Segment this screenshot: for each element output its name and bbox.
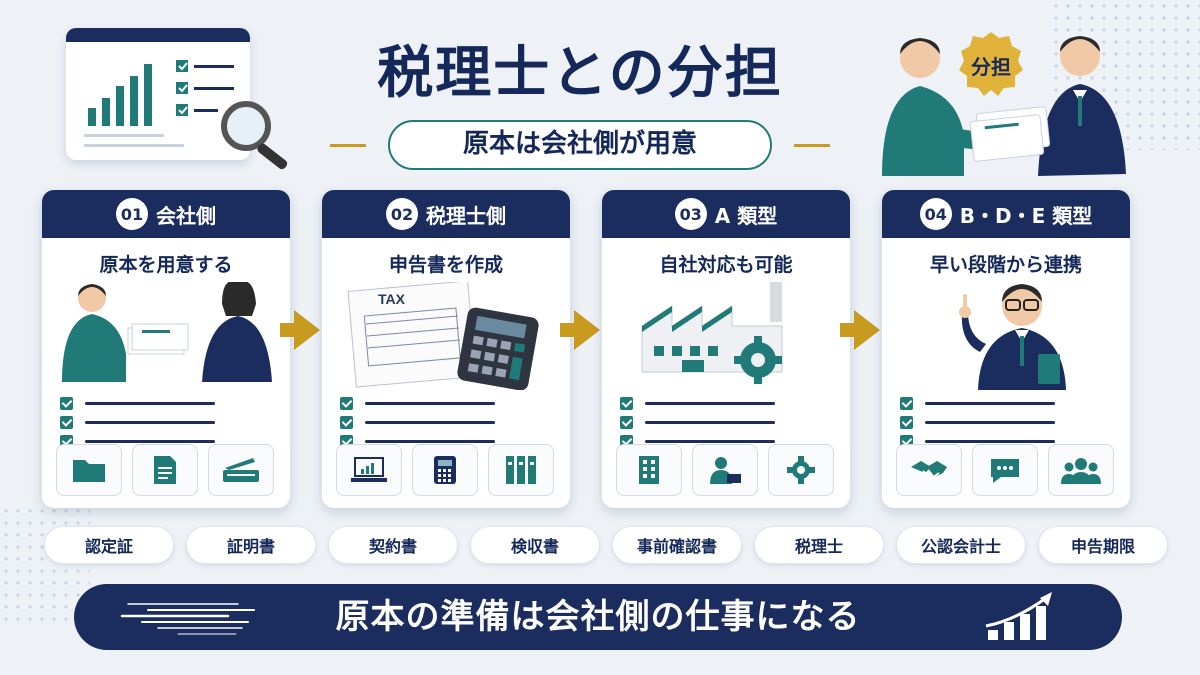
tag-pill: 認定証 — [44, 526, 174, 564]
team-icon — [1048, 444, 1114, 496]
summary-banner: 原本の準備は会社側の仕事になる — [74, 584, 1122, 650]
bar-chart-icon — [84, 60, 234, 147]
advisor-pointing-icon — [959, 284, 1066, 390]
report-illustration — [66, 28, 250, 160]
step-number: 02 — [386, 198, 418, 230]
tag-pill: 検収書 — [470, 526, 600, 564]
card-title: 会社側 — [156, 203, 216, 228]
tag-pill: 申告期限 — [1038, 526, 1168, 564]
subtitle-banner: 原本は会社側が用意 — [330, 120, 830, 170]
badge-label: 分担 — [971, 54, 1011, 79]
card-subtitle: 原本を用意する — [99, 254, 233, 276]
gold-seal-icon — [959, 32, 1023, 96]
checklist — [900, 394, 1100, 451]
chat-bubble-icon — [972, 444, 1038, 496]
card-type-a: 03 A 類型 自社対応も可能 — [602, 190, 850, 508]
tax-label: TAX — [378, 291, 406, 307]
tag-pill: 公認会計士 — [896, 526, 1026, 564]
card-tax-accountant: 02 税理士側 申告書を作成 TAX — [322, 190, 570, 508]
user-laptop-icon — [692, 444, 758, 496]
flow-arrow-icon — [840, 310, 880, 350]
checklist — [60, 394, 260, 451]
tag-pill: 証明書 — [186, 526, 316, 564]
scanner-icon — [208, 444, 274, 496]
card-type-bde: 04 B・D・E 類型 早い段階から連携 — [882, 190, 1130, 508]
page-title: 税理士との分担 — [377, 41, 783, 106]
card-company: 01 会社側 原本を用意する — [42, 190, 290, 508]
step-number: 04 — [919, 198, 952, 230]
tag-pill: 契約書 — [328, 526, 458, 564]
factory-gear-icon — [641, 282, 783, 384]
checklist — [620, 394, 820, 451]
growth-chart-icon — [985, 592, 1052, 640]
card-header: 03 A 類型 — [602, 190, 850, 238]
tag-pill: 税理士 — [754, 526, 884, 564]
document-handover-illustration — [882, 36, 1126, 176]
card-subtitle: 申告書を作成 — [388, 254, 503, 276]
speed-lines-icon — [120, 603, 255, 635]
gear-icon — [768, 444, 834, 496]
checklist — [340, 394, 540, 451]
card-header: 02 税理士側 — [322, 190, 570, 238]
magnifier-icon — [221, 101, 288, 170]
document-icon — [132, 444, 198, 496]
building-icon — [616, 444, 682, 496]
card-title: 税理士側 — [426, 203, 506, 228]
step-number: 01 — [116, 198, 148, 230]
card-header: 01 会社側 — [42, 190, 290, 238]
binders-icon — [488, 444, 554, 496]
laptop-chart-icon — [336, 444, 402, 496]
card-title: A 類型 — [714, 203, 778, 228]
subtitle-text: 原本は会社側が用意 — [388, 120, 772, 170]
summary-text: 原本の準備は会社側の仕事になる — [335, 597, 861, 637]
flow-arrow-icon — [280, 310, 320, 350]
handover-people-icon — [62, 282, 272, 382]
card-subtitle: 早い段階から連携 — [929, 254, 1082, 276]
share-badge: 分担 — [956, 30, 1026, 100]
handshake-icon — [896, 444, 962, 496]
folder-icon — [56, 444, 122, 496]
calculator-icon — [412, 444, 478, 496]
card-subtitle: 自社対応も可能 — [659, 254, 793, 276]
step-number: 03 — [674, 198, 707, 230]
tag-pill: 事前確認書 — [612, 526, 742, 564]
card-header: 04 B・D・E 類型 — [882, 190, 1130, 238]
flow-arrow-icon — [560, 310, 600, 350]
document-tags: 認定証 証明書 契約書 検収書 事前確認書 税理士 公認会計士 申告期限 — [44, 526, 1168, 564]
card-title: B・D・E 類型 — [959, 203, 1093, 228]
tax-form-calculator-icon: TAX — [347, 282, 539, 390]
